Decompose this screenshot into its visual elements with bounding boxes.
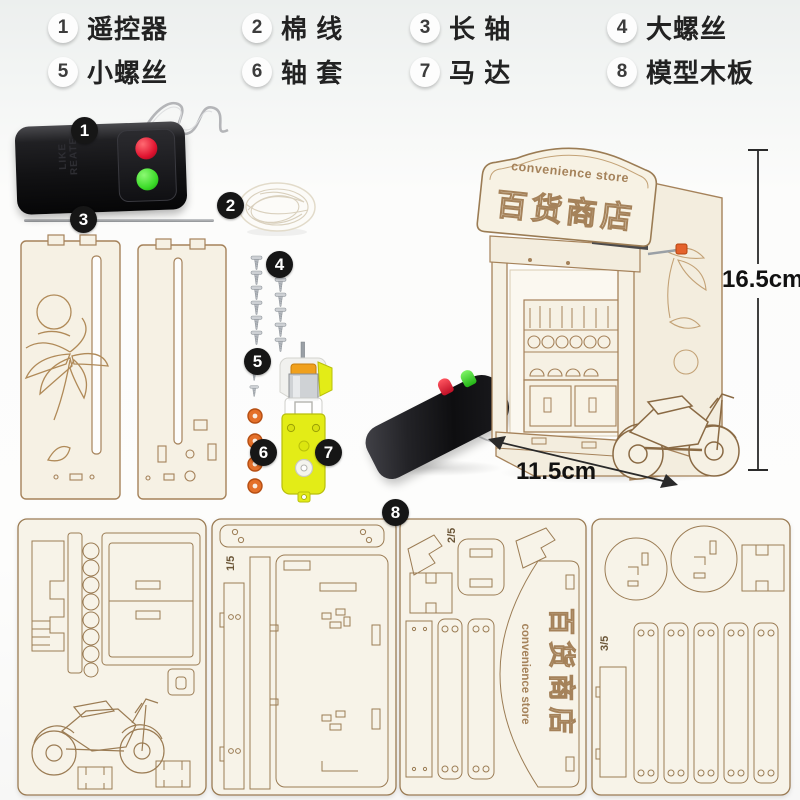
legend-label-small-screw: 小螺丝 [87, 58, 169, 88]
gear-motor [279, 341, 333, 503]
remote-control-1: LIKE REATE [14, 121, 188, 215]
photo-badge-1: 1 [71, 117, 98, 144]
legend-num-5: 5 [48, 56, 78, 87]
legend-item-2: 2 棉 线 [242, 9, 343, 46]
legend-item-3: 3 长 轴 [410, 9, 511, 46]
legend-item-6: 6 轴 套 [242, 53, 343, 90]
legend-label-thread: 棉 线 [281, 14, 344, 44]
cotton-thread-coil [238, 182, 316, 236]
remote1-red-button [134, 137, 158, 160]
width-dimension-label: 11.5cm [516, 458, 597, 485]
sheet1-motorcycle-cutout [31, 698, 165, 776]
sheet2-mark: 1/5 [225, 556, 237, 571]
legend-item-7: 7 马 达 [410, 53, 511, 90]
width-dimension-line [488, 436, 678, 488]
remote2-red-button [435, 376, 455, 397]
crank-shaft [647, 248, 679, 256]
height-dimension-line [748, 149, 768, 471]
legend-label-large-screw: 大螺丝 [646, 14, 728, 44]
legend-label-wood-panels: 模型木板 [646, 58, 755, 88]
legend-item-8: 8 模型木板 [607, 53, 754, 90]
assembled-model: convenience store 百货商店 [476, 147, 740, 481]
photo-badge-8: 8 [382, 499, 409, 526]
sheet3-sign-zh: 百货商店 [546, 608, 577, 740]
photo-badge-2: 2 [217, 192, 244, 219]
wood-side-panel-left [20, 234, 121, 500]
remote1-green-button [136, 168, 159, 191]
wood-sheet-2: 1/5 [211, 518, 397, 796]
photo-badge-3: 3 [70, 206, 97, 233]
sheet4-mark: 3/5 [599, 636, 611, 651]
wood-sheet-1 [17, 518, 207, 796]
photo-badge-6: 6 [250, 439, 277, 466]
photo-badge-4: 4 [266, 251, 293, 278]
legend-item-1: 1 遥控器 [48, 9, 168, 46]
legend-item-4: 4 大螺丝 [607, 9, 727, 46]
legend-num-8: 8 [607, 56, 637, 87]
wood-sheet-3: 2/5 convenience store 百货商店 [399, 518, 587, 796]
legend-label-motor: 马 达 [449, 58, 512, 88]
photo-badge-7: 7 [315, 439, 342, 466]
palm-tree-engraving [24, 294, 109, 462]
model-cabinet [523, 379, 623, 433]
photo-badge-5: 5 [244, 348, 271, 375]
legend-num-2: 2 [242, 12, 272, 43]
legend-num-1: 1 [48, 12, 78, 43]
wood-sheet-4: 3/5 [591, 518, 791, 796]
remote1-button-panel [116, 128, 178, 203]
legend-label-remote: 遥控器 [87, 14, 169, 44]
sheet3-sign-en: convenience store [519, 624, 531, 725]
legend-num-6: 6 [242, 56, 272, 87]
model-motorcycle [612, 393, 740, 480]
wood-side-panel-right [137, 238, 227, 500]
height-dimension-label: 16.5cm [722, 266, 800, 293]
crank-knob [675, 243, 688, 255]
model-shelf-goods [523, 299, 623, 381]
legend-label-axle: 长 轴 [449, 14, 512, 44]
legend-item-5: 5 小螺丝 [48, 53, 168, 90]
legend-num-3: 3 [410, 12, 440, 43]
legend-num-4: 4 [607, 12, 637, 43]
sheet3-mark: 2/5 [446, 528, 458, 543]
long-axle-rod [24, 219, 214, 222]
legend-label-sleeve: 轴 套 [281, 58, 344, 88]
legend-num-7: 7 [410, 56, 440, 87]
model-sign: convenience store 百货商店 [476, 147, 658, 247]
